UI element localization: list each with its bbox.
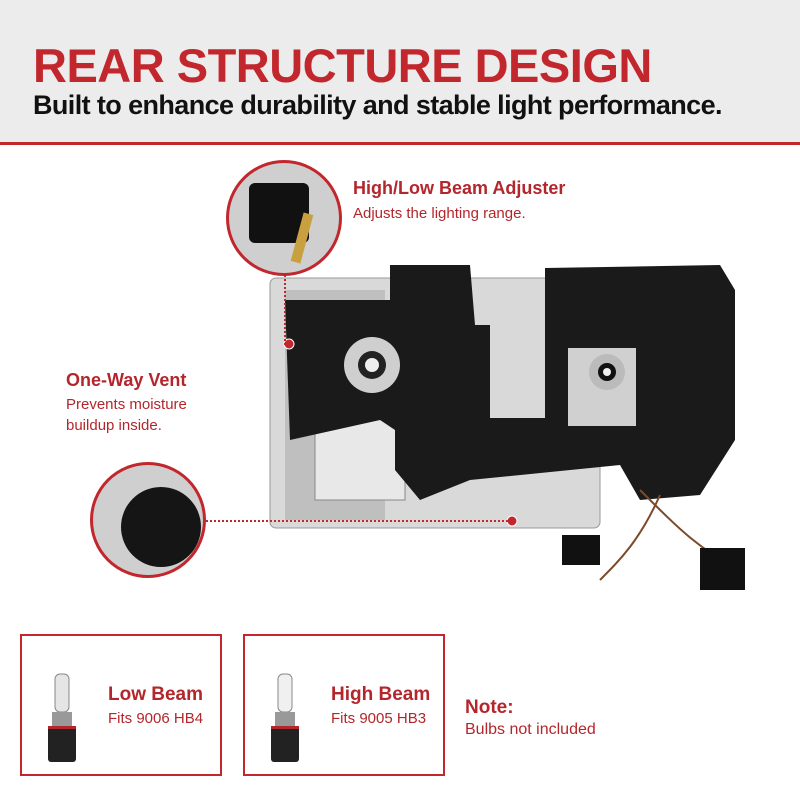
- adjuster-description: Adjusts the lighting range.: [353, 205, 526, 222]
- high-beam-fits: Fits 9005 HB3: [331, 710, 427, 727]
- vent-pointer-line: [206, 520, 508, 522]
- adjuster-detail-circle: [226, 160, 342, 276]
- adjuster-pointer-line: [284, 270, 286, 345]
- low-beam-title: Low Beam: [108, 684, 204, 705]
- vent-detail-circle: [90, 462, 206, 578]
- page-title: REAR STRUCTURE DESIGN: [33, 39, 652, 92]
- bulb-icon: [48, 673, 76, 762]
- page-subtitle: Built to enhance durability and stable l…: [33, 90, 723, 120]
- note-text: Bulbs not included: [465, 721, 596, 738]
- headlight-rear-image: [269, 265, 745, 590]
- high-beam-title: High Beam: [331, 684, 431, 705]
- note-title: Note:: [465, 697, 514, 718]
- bulb-icon: [271, 673, 299, 762]
- high-beam-card: High Beam Fits 9005 HB3: [243, 634, 445, 776]
- vent-description: Prevents moisture buildup inside.: [66, 396, 187, 434]
- low-beam-fits: Fits 9006 HB4: [108, 710, 204, 727]
- adjuster-title: High/Low Beam Adjuster: [353, 178, 566, 198]
- low-beam-card: Low Beam Fits 9006 HB4: [20, 634, 222, 776]
- header-band: REAR STRUCTURE DESIGN Built to enhance d…: [0, 0, 800, 145]
- vent-title: One-Way Vent: [66, 370, 187, 390]
